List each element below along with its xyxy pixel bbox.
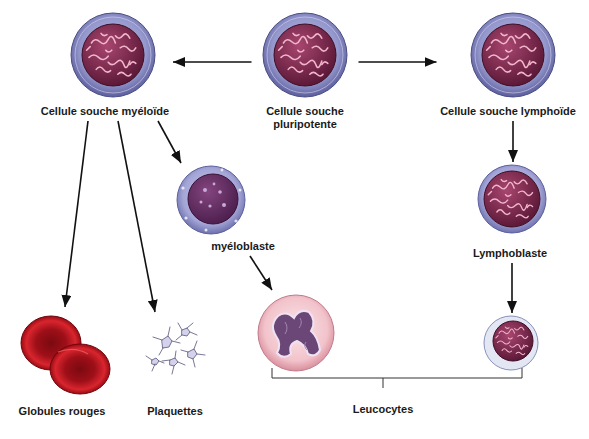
cell-label: Cellule souche pluripotente: [255, 105, 356, 131]
granule: [184, 216, 187, 219]
cell-node: Lymphoblaste: [469, 162, 551, 263]
arrow-connector: [250, 256, 272, 290]
platelet: [162, 351, 185, 374]
group-label: Leucocytes: [353, 403, 414, 416]
cell-label: Globules rouges: [18, 405, 106, 418]
cell-label: Cellule souche lymphoïde: [440, 105, 577, 118]
platelet: [176, 323, 197, 340]
arrow-connector: [173, 61, 252, 63]
erythrocyte: [50, 344, 110, 394]
cell-membrane: [484, 316, 538, 370]
cell-node: [481, 313, 541, 373]
cell-node: Cellule souche pluripotente: [252, 10, 359, 134]
highlight: [58, 349, 88, 354]
nucleolus: [218, 190, 222, 194]
cell-label: Plaquettes: [147, 405, 204, 418]
granule: [205, 229, 208, 232]
cell-nucleus: [482, 24, 544, 86]
cell-nucleus: [274, 24, 336, 86]
cell-nucleus: [82, 24, 144, 86]
chromatin: [87, 33, 136, 76]
cell-node: myéloblaste: [174, 163, 279, 256]
chromatin: [488, 180, 532, 218]
myeloblast-cell: [177, 166, 245, 234]
cell-node: Cellule souche lymphoïde: [437, 10, 580, 121]
cell-label: Lymphoblaste: [472, 247, 548, 260]
lymphoblast-cell: [478, 165, 546, 233]
lymphocyte-cell: [484, 316, 538, 370]
label-holder: Leucocytes: [353, 403, 414, 416]
nucleus-detail: [285, 318, 307, 350]
cell-label: Cellule souche myéloïde: [40, 105, 170, 118]
arrow-connector: [512, 121, 514, 162]
cell-membrane: [263, 13, 347, 97]
cell-nucleus: [493, 321, 533, 361]
granule: [234, 219, 237, 222]
cell-membrane: [71, 13, 155, 97]
nucleolus: [222, 203, 226, 207]
chromatin: [487, 33, 536, 76]
chromatin: [279, 33, 328, 76]
chromatin: [496, 327, 528, 355]
nucleolus: [208, 204, 211, 207]
lymphoid-stem-cell: [471, 13, 555, 97]
cell-membrane: [258, 295, 334, 371]
cell-rim: [475, 17, 551, 93]
platelet: [146, 356, 164, 371]
cell-label: myéloblaste: [211, 240, 276, 253]
cell-nucleus: [484, 171, 540, 227]
neutrophil-cell: [258, 295, 334, 371]
platelet: [181, 341, 205, 367]
platelets: [146, 323, 205, 374]
nucleolus: [200, 201, 203, 204]
cell-nucleus: [188, 174, 238, 224]
lobed-nucleus: [273, 311, 320, 357]
granule: [221, 169, 224, 172]
red-blood-cells: [21, 316, 110, 394]
granule: [239, 189, 242, 192]
pluripotent-stem-cell: [263, 13, 347, 97]
cell-rim: [75, 17, 151, 93]
cell-membrane: [471, 13, 555, 97]
granule: [181, 186, 184, 189]
cell-node: Cellule souche myéloïde: [37, 10, 173, 121]
arrow-connector: [511, 263, 513, 313]
cell-membrane: [478, 165, 546, 233]
cell-rim: [267, 17, 343, 93]
arrow-connector: [65, 121, 88, 307]
myeloid-stem-cell: [71, 13, 155, 97]
arrow-connector: [118, 121, 155, 312]
nucleolus: [213, 183, 216, 186]
cell-membrane: [177, 166, 245, 234]
arrow-connector: [359, 61, 437, 63]
nucleoli: [200, 183, 227, 208]
cell-node: [253, 290, 339, 376]
cell-node: Globules rouges: [15, 307, 110, 421]
cell-node: Plaquettes: [137, 312, 213, 421]
arrow-connector: [158, 121, 181, 163]
granules: [181, 169, 241, 232]
nucleolus: [203, 188, 207, 192]
group-bracket: [272, 368, 522, 388]
